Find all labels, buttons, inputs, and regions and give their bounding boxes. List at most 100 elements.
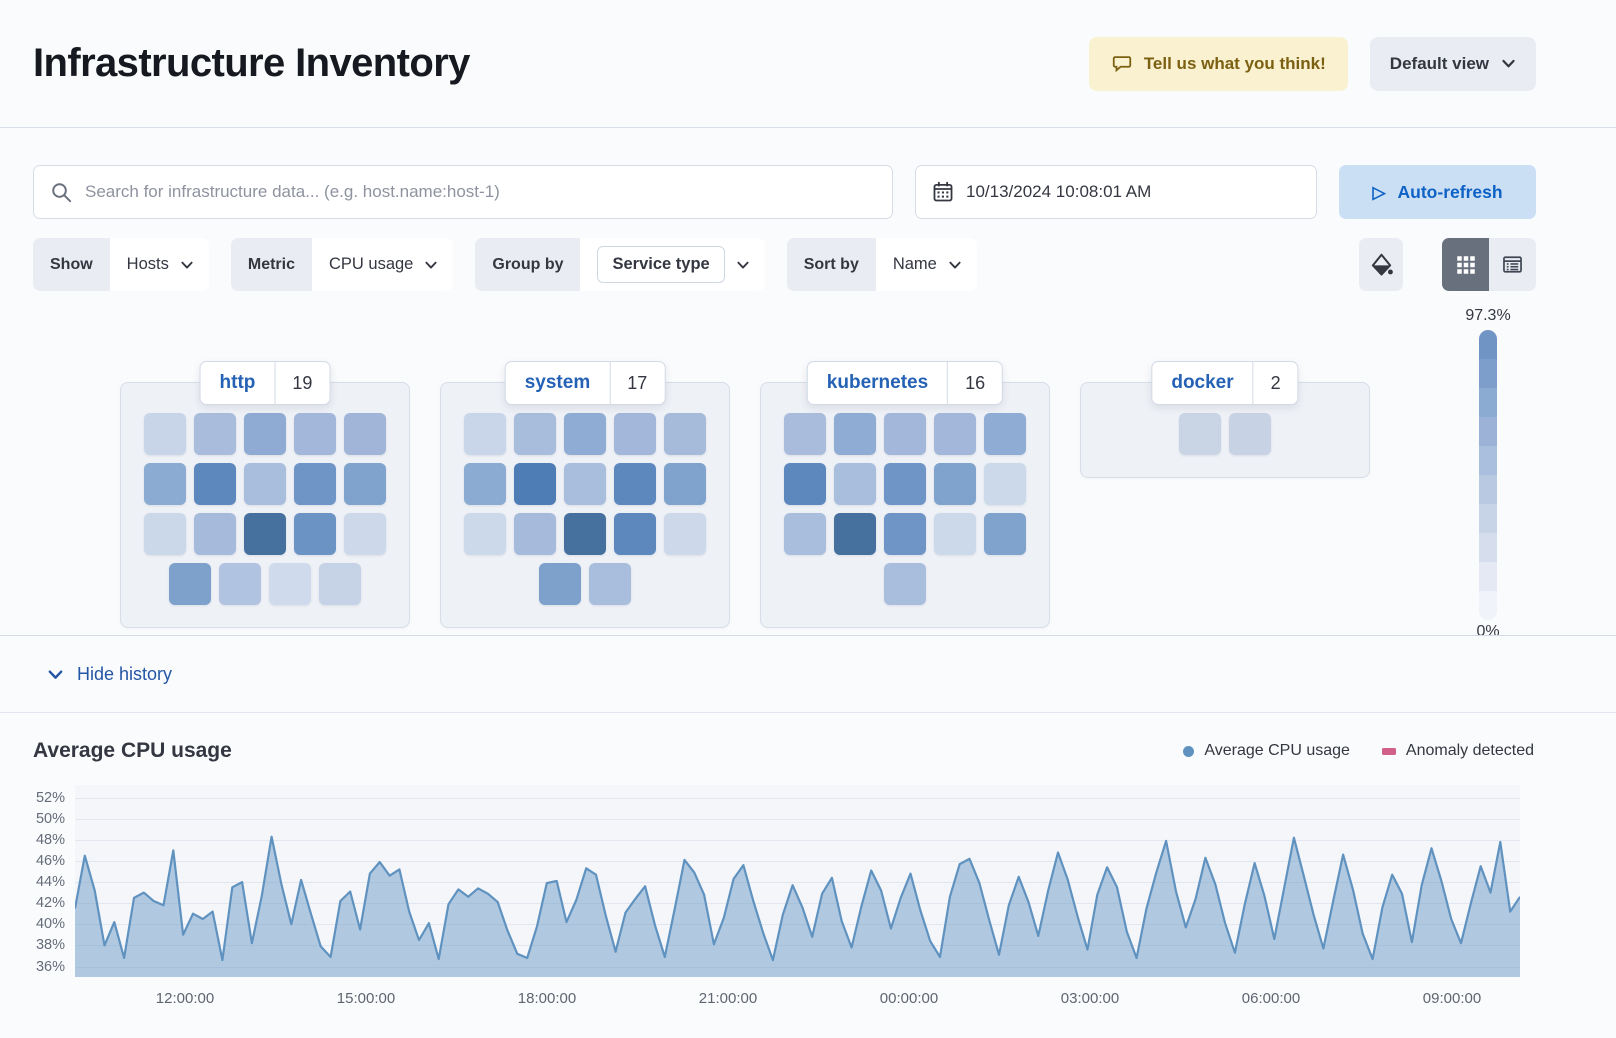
host-tile[interactable] (834, 463, 876, 505)
chevron-down-icon (47, 666, 64, 683)
gridline (75, 818, 1520, 820)
date-picker-value: 10/13/2024 10:08:01 AM (966, 182, 1152, 201)
gridline (75, 966, 1520, 968)
x-axis-label: 06:00:00 (1241, 990, 1301, 1007)
show-filter-select[interactable]: Hosts (110, 255, 209, 274)
host-tile[interactable] (244, 513, 286, 555)
plot-background: 52%50%48%46%44%42%40%38%36% (36, 785, 1520, 977)
legend-item-anomaly[interactable]: Anomaly detected (1381, 742, 1534, 760)
host-tile[interactable] (1179, 413, 1221, 455)
host-tile[interactable] (884, 463, 926, 505)
host-tile[interactable] (884, 563, 926, 605)
host-tile[interactable] (564, 413, 606, 455)
legend-item-cpu[interactable]: Average CPU usage (1183, 742, 1350, 760)
feedback-button[interactable]: Tell us what you think! (1088, 36, 1348, 91)
host-tile[interactable] (514, 463, 556, 505)
color-scale-legend: 97.3% 0% (1460, 307, 1516, 635)
host-tile[interactable] (984, 513, 1026, 555)
host-tile[interactable] (269, 563, 311, 605)
legend-dot-icon (1183, 745, 1195, 757)
host-tile[interactable] (784, 463, 826, 505)
search-placeholder: Search for infrastructure data... (e.g. … (85, 182, 500, 201)
host-tile[interactable] (219, 563, 261, 605)
table-view-button[interactable] (1489, 238, 1536, 291)
groupby-filter-select[interactable]: Service type (580, 246, 764, 283)
host-tile[interactable] (1229, 413, 1271, 455)
host-tile[interactable] (934, 413, 976, 455)
group-name-link[interactable]: http (219, 372, 256, 393)
host-tile[interactable] (464, 413, 506, 455)
host-tile[interactable] (664, 463, 706, 505)
host-tile[interactable] (614, 513, 656, 555)
sortby-filter-select[interactable]: Name (876, 255, 977, 274)
play-icon: ▷ (1372, 182, 1386, 202)
host-tile[interactable] (984, 463, 1026, 505)
host-tile[interactable] (884, 513, 926, 555)
host-tile[interactable] (834, 413, 876, 455)
host-tile[interactable] (834, 513, 876, 555)
host-tile[interactable] (464, 513, 506, 555)
legend-anomaly-label: Anomaly detected (1405, 742, 1534, 759)
host-tile[interactable] (464, 463, 506, 505)
host-tile[interactable] (294, 463, 336, 505)
host-tile[interactable] (539, 563, 581, 605)
host-tile[interactable] (934, 463, 976, 505)
host-tile[interactable] (244, 463, 286, 505)
host-tile[interactable] (344, 463, 386, 505)
auto-refresh-button[interactable]: ▷ Auto-refresh (1339, 165, 1536, 219)
groupby-filter-value-pill[interactable]: Service type (597, 246, 725, 283)
host-tile[interactable] (194, 463, 236, 505)
host-tile[interactable] (169, 563, 211, 605)
search-input[interactable]: Search for infrastructure data... (e.g. … (33, 165, 893, 219)
host-tile[interactable] (294, 413, 336, 455)
group-name-link[interactable]: kubernetes (826, 372, 929, 393)
host-tile[interactable] (934, 513, 976, 555)
host-tile[interactable] (784, 513, 826, 555)
host-tile[interactable] (144, 413, 186, 455)
host-tile[interactable] (514, 513, 556, 555)
y-axis-label: 38% (35, 937, 65, 954)
filter-bar: Show Hosts Metric CPU usage Group by Ser… (0, 219, 1616, 291)
groupby-filter-group: Group by Service type (475, 238, 765, 291)
host-tile[interactable] (144, 463, 186, 505)
host-tile[interactable] (319, 563, 361, 605)
show-filter-label: Show (33, 238, 110, 291)
host-tile[interactable] (664, 413, 706, 455)
date-picker[interactable]: 10/13/2024 10:08:01 AM (915, 165, 1317, 219)
scale-segment (1479, 417, 1497, 446)
color-scale-max: 97.3% (1465, 307, 1511, 324)
x-axis-label: 18:00:00 (517, 990, 577, 1007)
group-name-link[interactable]: system (524, 372, 591, 393)
scale-segment (1479, 446, 1497, 475)
host-tile[interactable] (194, 513, 236, 555)
host-tile[interactable] (589, 563, 631, 605)
host-tile[interactable] (294, 513, 336, 555)
host-tile[interactable] (564, 463, 606, 505)
cpu-area-chart (75, 835, 1520, 977)
host-tile[interactable] (244, 413, 286, 455)
auto-refresh-label: Auto-refresh (1397, 181, 1503, 202)
y-axis-label: 46% (35, 853, 65, 869)
color-palette-button[interactable] (1359, 238, 1403, 291)
group-name-link[interactable]: docker (1171, 372, 1234, 393)
host-tile[interactable] (614, 463, 656, 505)
metric-filter-select[interactable]: CPU usage (312, 255, 453, 274)
host-tile[interactable] (784, 413, 826, 455)
host-tile[interactable] (514, 413, 556, 455)
host-tile[interactable] (564, 513, 606, 555)
scale-segment (1479, 388, 1497, 417)
host-tile[interactable] (984, 413, 1026, 455)
view-selector-button[interactable]: Default view (1369, 36, 1536, 91)
host-tile[interactable] (144, 513, 186, 555)
host-tile[interactable] (344, 413, 386, 455)
host-tile[interactable] (664, 513, 706, 555)
badge-divider (1252, 362, 1254, 404)
host-tile[interactable] (884, 413, 926, 455)
grid-view-icon (1456, 255, 1476, 275)
grid-view-button[interactable] (1442, 238, 1489, 291)
host-tile[interactable] (614, 413, 656, 455)
hide-history-link[interactable]: Hide history (0, 636, 1616, 713)
host-tile[interactable] (344, 513, 386, 555)
host-tile[interactable] (194, 413, 236, 455)
